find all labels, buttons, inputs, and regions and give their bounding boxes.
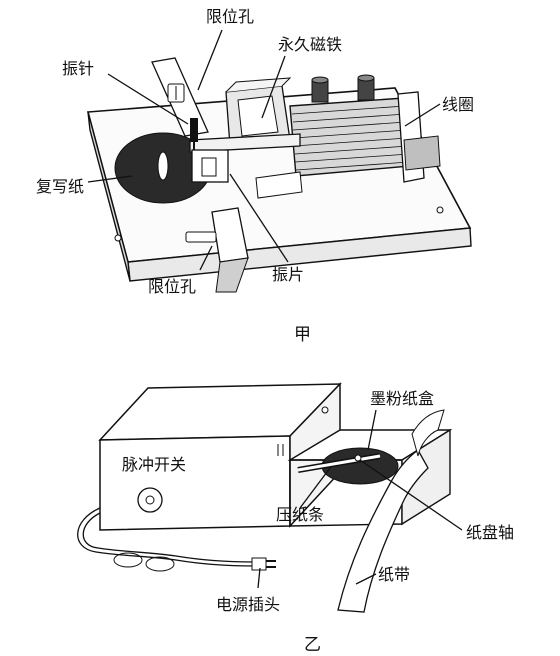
caption-b: 乙 — [304, 635, 321, 655]
label-limit-hole-bottom: 限位孔 — [148, 277, 196, 296]
coil — [289, 91, 441, 183]
toner-disc — [297, 447, 399, 485]
label-coil: 线圈 — [442, 95, 474, 114]
leader-lines-a — [87, 29, 441, 271]
diagram-a: 限位孔 永久磁铁 振针 线圈 复写纸 限位孔 振片 甲 — [36, 7, 474, 345]
label-permanent-magnet: 永久磁铁 — [278, 35, 342, 54]
label-vibrating-needle: 振针 — [62, 59, 94, 78]
power-cord — [77, 507, 255, 572]
permanent-magnet — [225, 77, 292, 147]
paper-reel-axle-pin — [354, 454, 362, 462]
label-carbon-paper: 复写纸 — [36, 177, 84, 196]
paper-guide-top — [151, 57, 209, 137]
pulse-switch — [137, 487, 163, 513]
label-paper-tape: 纸带 — [378, 565, 410, 584]
binding-posts — [311, 74, 375, 103]
label-vibrating-plate: 振片 — [272, 265, 304, 284]
label-power-plug: 电源插头 — [216, 595, 280, 614]
label-pulse-switch: 脉冲开关 — [122, 455, 186, 474]
vibrating-needle — [190, 118, 198, 150]
vibrating-plate — [189, 133, 303, 199]
label-toner-box: 墨粉纸盒 — [370, 389, 434, 408]
label-paper-press: 压纸条 — [276, 505, 324, 524]
paper-guide-bottom — [185, 207, 249, 293]
power-plug — [251, 557, 276, 571]
label-limit-hole-top: 限位孔 — [206, 7, 254, 26]
leader-lines-b — [257, 409, 463, 589]
caption-a: 甲 — [294, 325, 311, 345]
label-paper-reel-axle: 纸盘轴 — [466, 523, 514, 542]
diagram-b: 墨粉纸盒 脉冲开关 压纸条 纸盘轴 纸带 电源插头 乙 — [77, 382, 514, 655]
